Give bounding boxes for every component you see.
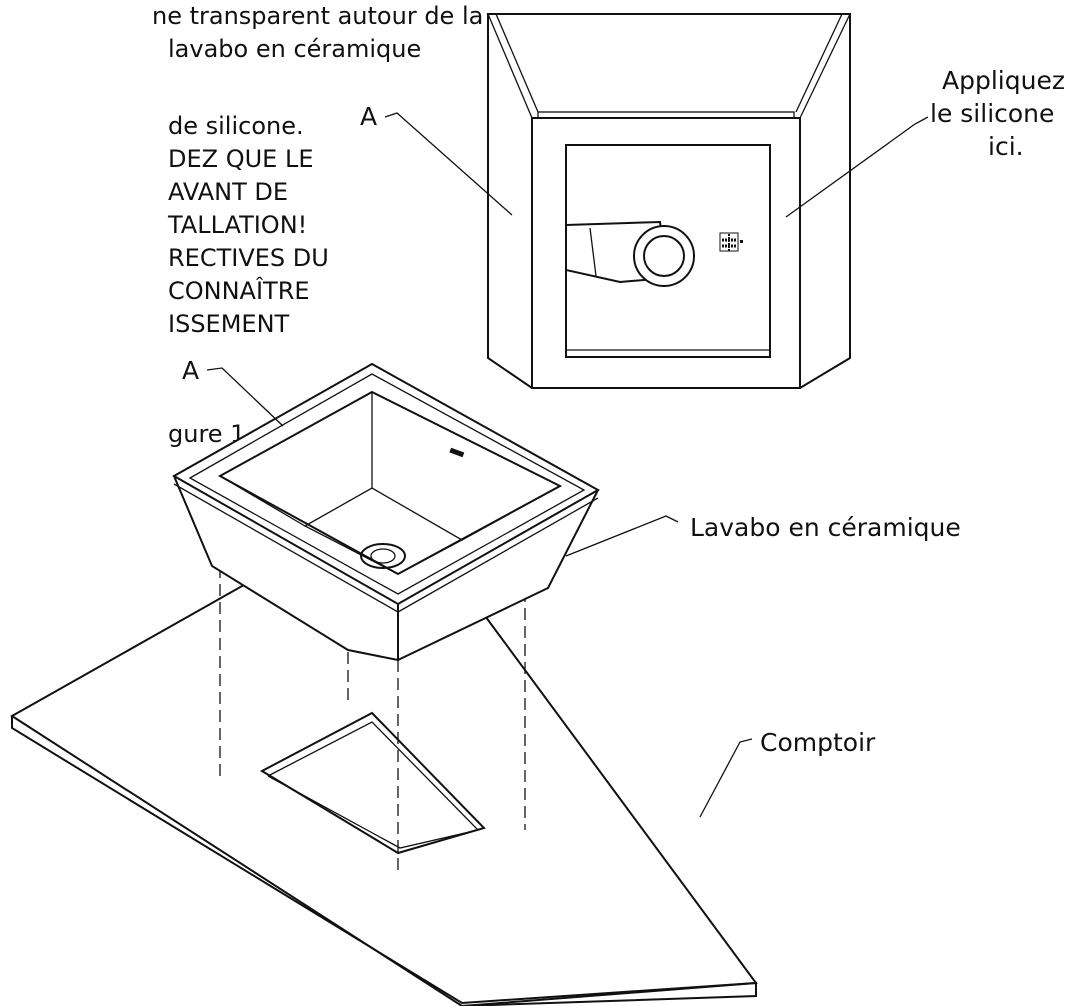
instruction-line: CONNAÎTRE — [168, 277, 310, 305]
overflow-symbol — [719, 232, 743, 252]
instruction-line: AVANT DE — [168, 178, 289, 206]
counter-callout: Comptoir — [760, 728, 876, 757]
instruction-line: de silicone. — [168, 112, 304, 140]
instruction-line: TALLATION! — [168, 211, 308, 239]
instruction-line: RECTIVES DU — [168, 244, 329, 272]
detail-label-a: A — [360, 102, 378, 131]
instruction-line: DEZ QUE LE — [168, 145, 314, 173]
vessel-sink — [171, 362, 601, 661]
apply-silicone-label-line3: ici. — [988, 132, 1024, 161]
instruction-line: ISSEMENT — [168, 310, 290, 338]
instruction-line: ne transparent autour de la — [152, 2, 484, 30]
apply-silicone-label-line1: Appliquez — [942, 66, 1065, 95]
apply-silicone-label-line2: le silicone — [930, 99, 1055, 128]
detail-view — [487, 13, 851, 389]
instruction-line: lavabo en céramique — [168, 35, 422, 63]
sink-label-a: A — [182, 356, 200, 385]
sink-callout: Lavabo en céramique — [690, 513, 961, 542]
leader-lines — [206, 112, 929, 818]
